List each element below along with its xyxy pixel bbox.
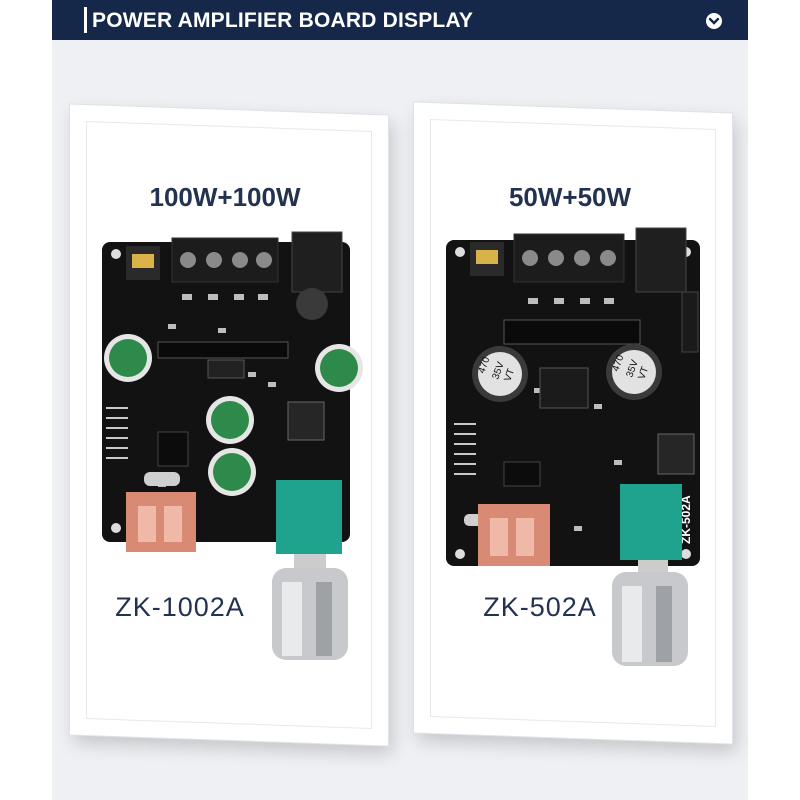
chevron-down-icon[interactable]	[706, 13, 722, 29]
amplifier-board-image	[102, 231, 363, 660]
model-number: ZK-502A	[483, 592, 597, 622]
capacitor-marking: VT	[502, 367, 517, 383]
header-accent-bar	[84, 7, 87, 33]
board-silkscreen-label: ZK-502A	[679, 495, 693, 544]
amplifier-board-image: 470 35V VT 470 35V VT ZK-502A	[446, 227, 700, 666]
capacitor-marking: VT	[636, 365, 651, 381]
capacitor-right: 470 35V VT	[606, 344, 662, 400]
section-header: POWER AMPLIFIER BOARD DISPLAY	[52, 0, 748, 40]
header-title: POWER AMPLIFIER BOARD DISPLAY	[92, 9, 474, 32]
power-rating: 100W+100W	[149, 182, 301, 212]
model-number: ZK-1002A	[115, 592, 245, 622]
capacitor-left: 470 35V VT	[472, 346, 528, 402]
power-rating: 50W+50W	[508, 182, 632, 212]
